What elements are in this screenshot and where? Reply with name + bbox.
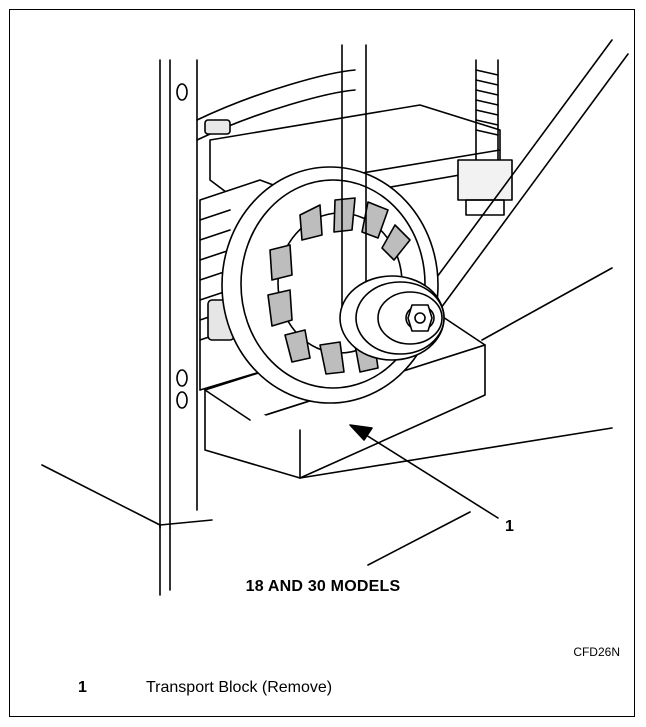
vertical-belt — [341, 44, 367, 321]
frame-post — [159, 59, 198, 591]
motor-end-bell — [221, 166, 439, 404]
legend-item: 1 Transport Block (Remove) — [78, 679, 332, 697]
legend-number: 1 — [78, 679, 87, 696]
legend-text: Transport Block (Remove) — [146, 679, 333, 696]
figure-frame — [9, 9, 635, 717]
motor-pulley — [339, 275, 445, 361]
figure-code: CFD26N — [573, 645, 620, 659]
figure-caption: 18 AND 30 MODELS — [245, 578, 401, 595]
upper-housing — [196, 69, 501, 216]
callout-leader-arrow — [349, 424, 499, 519]
callout-number: 1 — [505, 518, 514, 535]
floor-lines — [41, 267, 613, 596]
threaded-rod — [457, 59, 513, 216]
